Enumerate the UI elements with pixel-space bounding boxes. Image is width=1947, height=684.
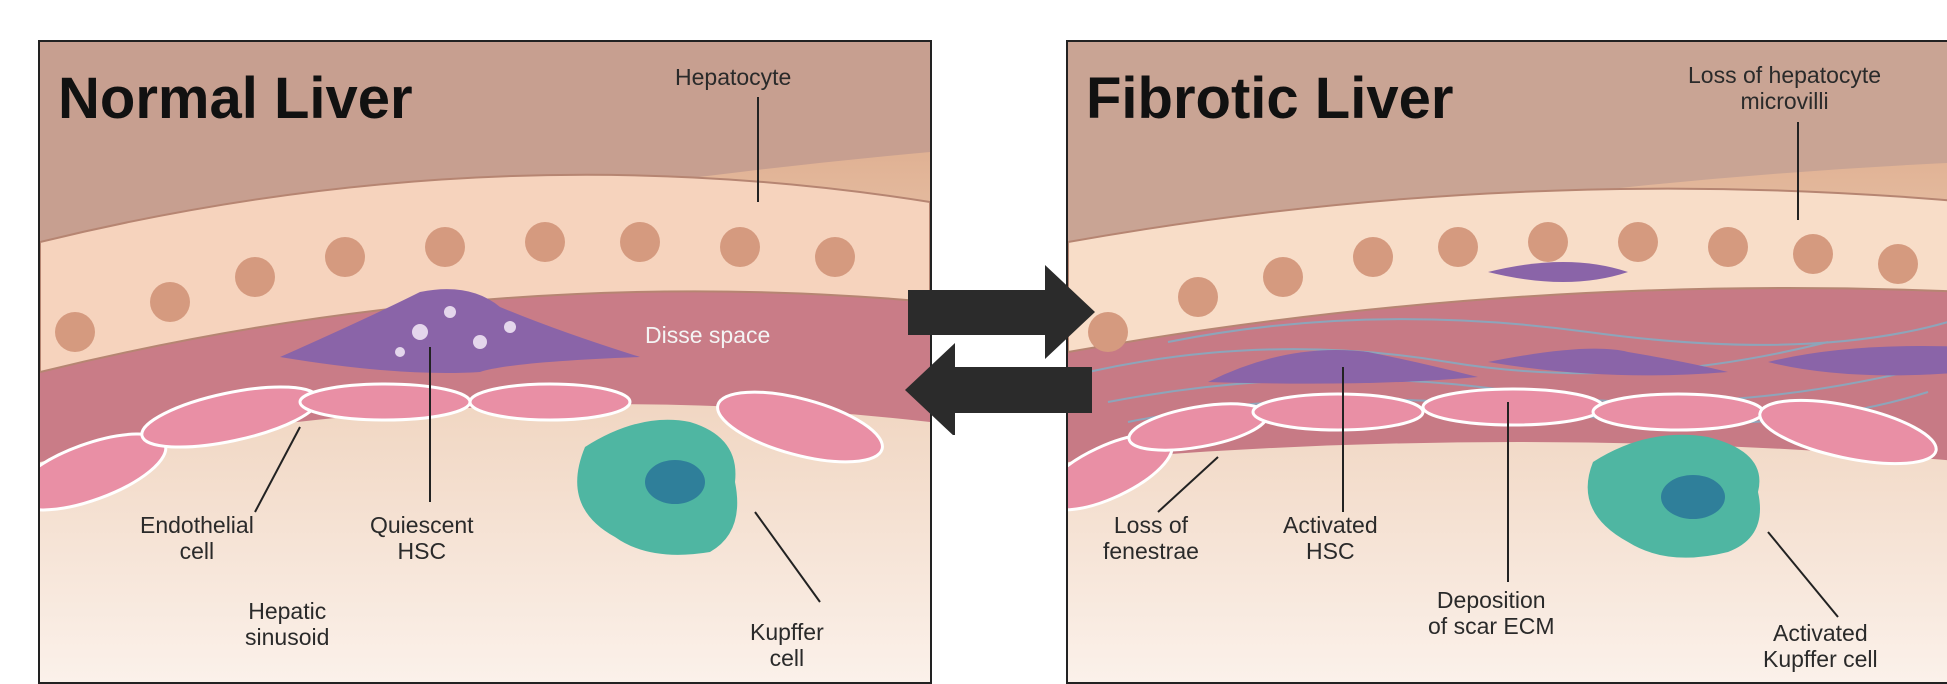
hepatic-sinusoid-label: Hepatic sinusoid [245,598,329,650]
normal-liver-title: Normal Liver [58,70,413,128]
normal-liver-illustration [40,42,930,682]
quiescent-hsc-label: Quiescent HSC [370,512,474,564]
activated-hsc-label: Activated HSC [1283,512,1378,564]
fibrotic-liver-title: Fibrotic Liver [1086,70,1453,128]
reverse-arrow-icon [905,343,1092,435]
hepatocyte-label: Hepatocyte [675,64,791,90]
kupffer-nucleus [1661,475,1725,519]
reversible-arrows [900,255,1100,435]
disse-space-label: Disse space [645,322,770,348]
loss-of-microvilli-label: Loss of hepatocyte microvilli [1688,62,1881,114]
activated-kupffer-cell-label: Activated Kupffer cell [1763,620,1878,672]
deposition-scar-ecm-label: Deposition of scar ECM [1428,587,1555,639]
kupffer-cell-label: Kupffer cell [750,619,824,671]
normal-liver-panel: Normal Liver Hepatocyte Disse space Endo… [38,40,932,684]
endothelial-cell-label: Endothelial cell [140,512,254,564]
fibrotic-liver-illustration [1068,42,1947,682]
kupffer-nucleus [645,460,705,504]
loss-of-fenestrae-label: Loss of fenestrae [1103,512,1199,564]
forward-arrow-icon [908,265,1095,359]
fibrotic-liver-panel: Fibrotic Liver Loss of hepatocyte microv… [1066,40,1947,684]
